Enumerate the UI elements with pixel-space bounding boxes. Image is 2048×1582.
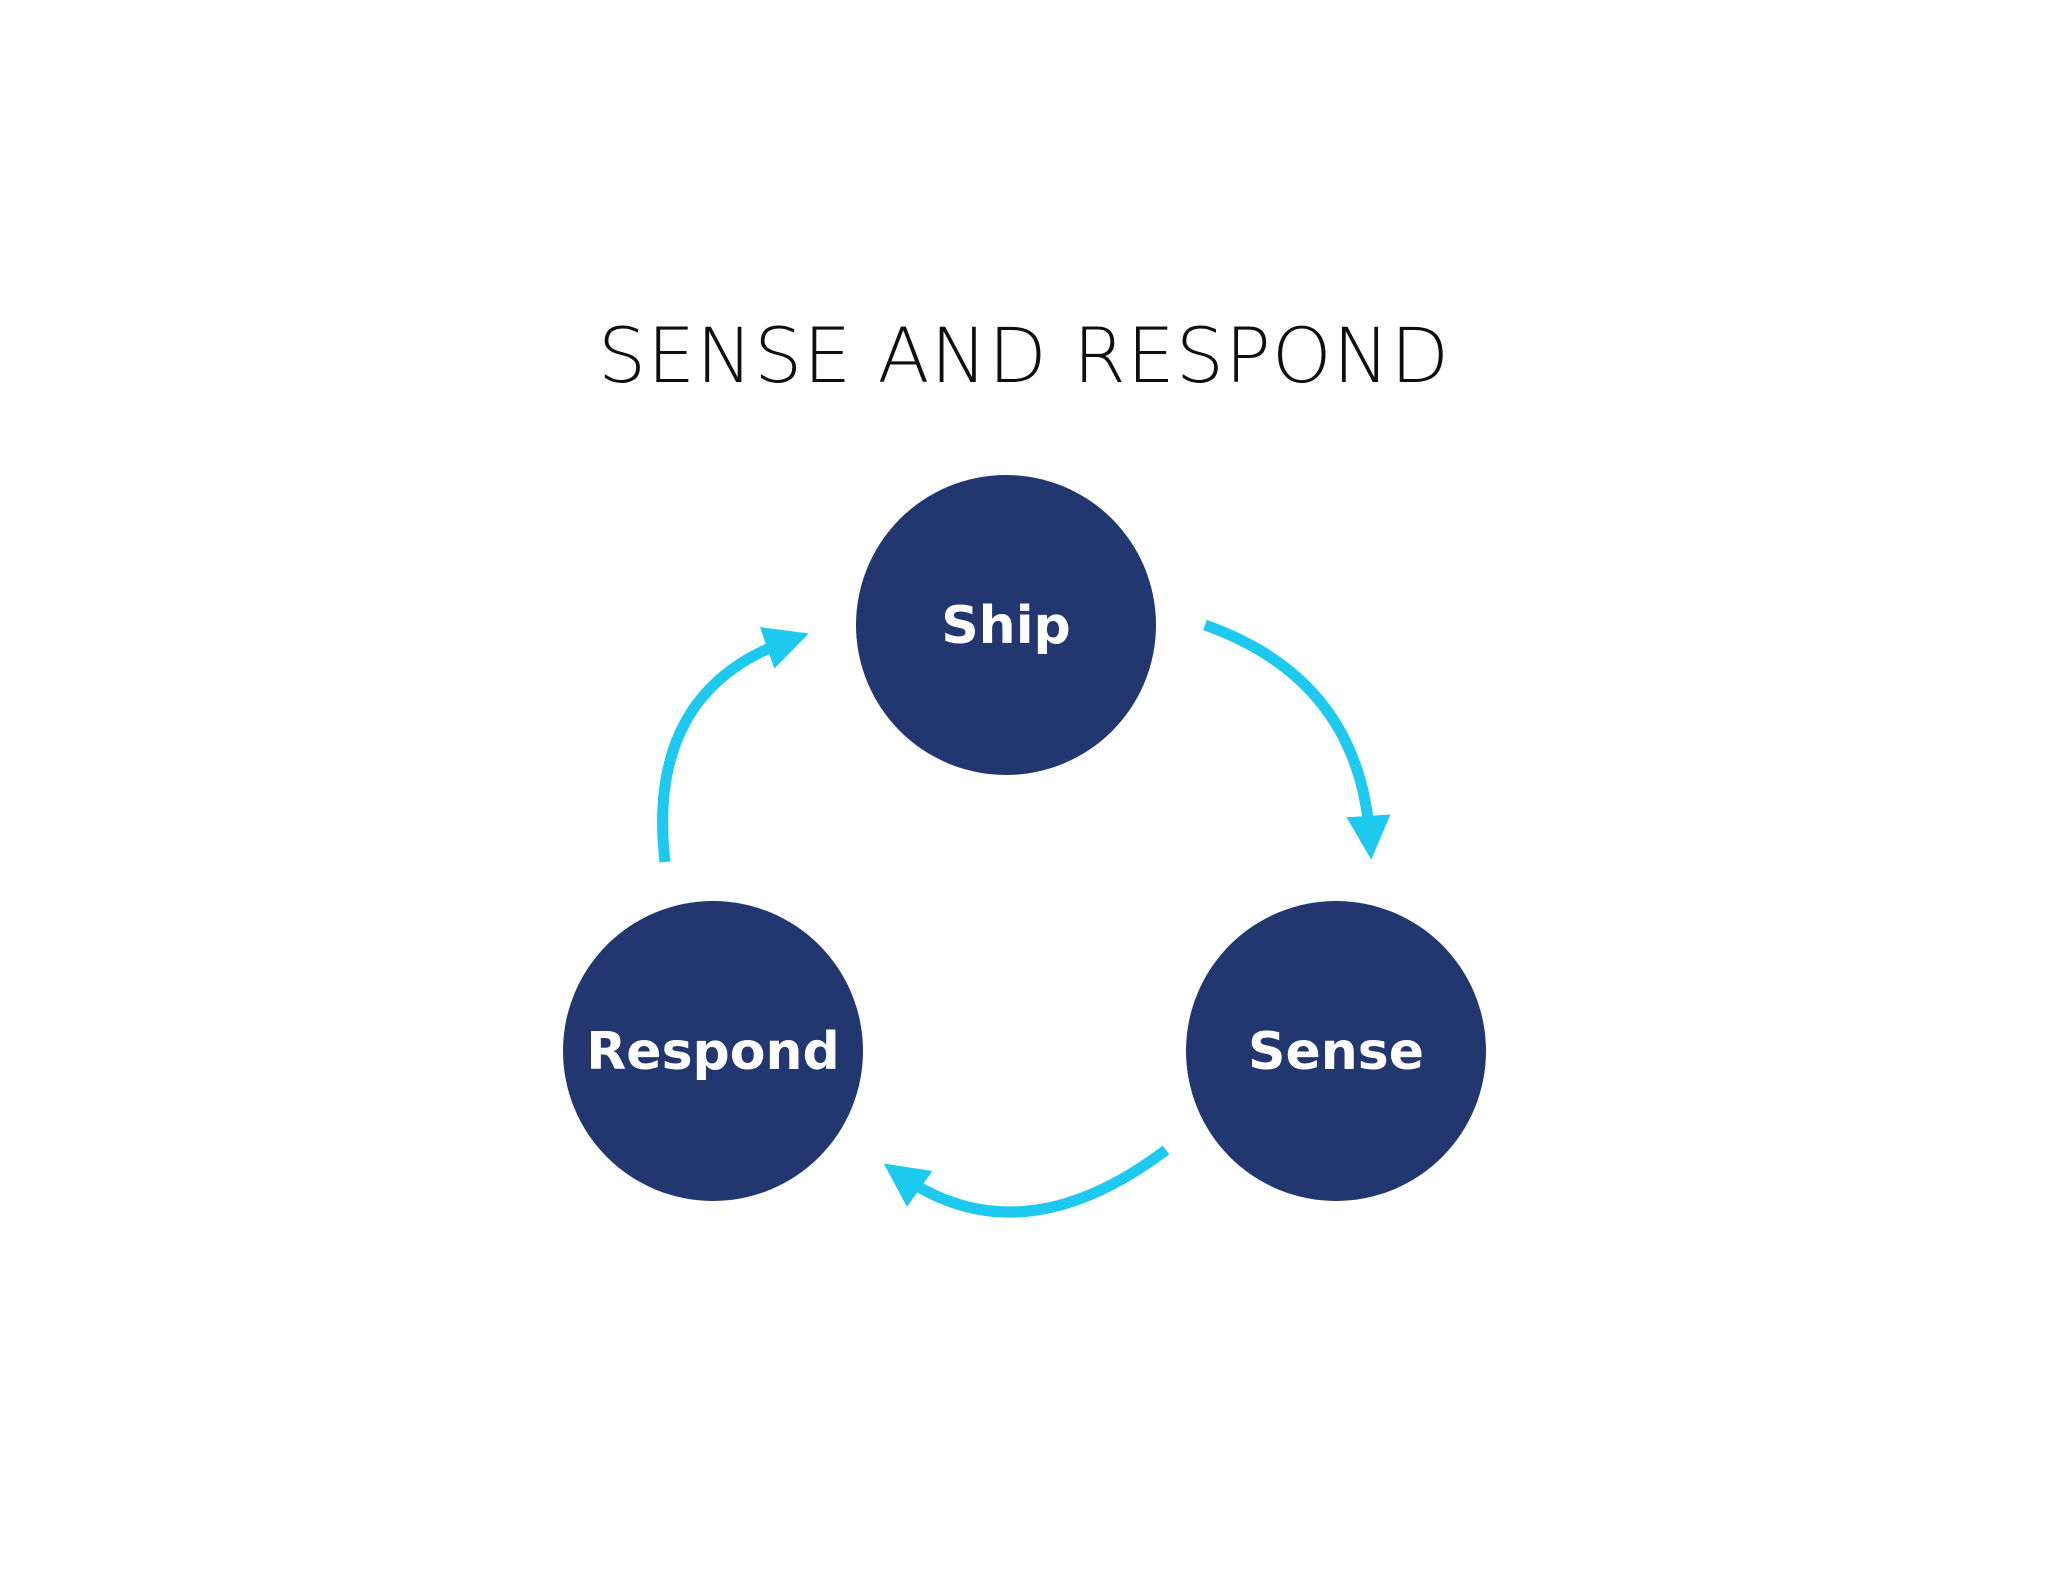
node-respond-label: Respond bbox=[586, 1022, 839, 1082]
node-ship: Ship bbox=[856, 475, 1156, 775]
node-respond: Respond bbox=[563, 901, 863, 1201]
arrow-sense-to-respond bbox=[883, 1145, 1170, 1218]
node-ship-label: Ship bbox=[941, 596, 1071, 656]
node-sense: Sense bbox=[1186, 901, 1486, 1201]
diagram-title: SENSE AND RESPOND bbox=[597, 311, 1451, 400]
arrow-respond-to-ship bbox=[657, 627, 809, 863]
arrow-ship-to-sense bbox=[1203, 619, 1391, 860]
node-sense-label: Sense bbox=[1248, 1022, 1424, 1082]
